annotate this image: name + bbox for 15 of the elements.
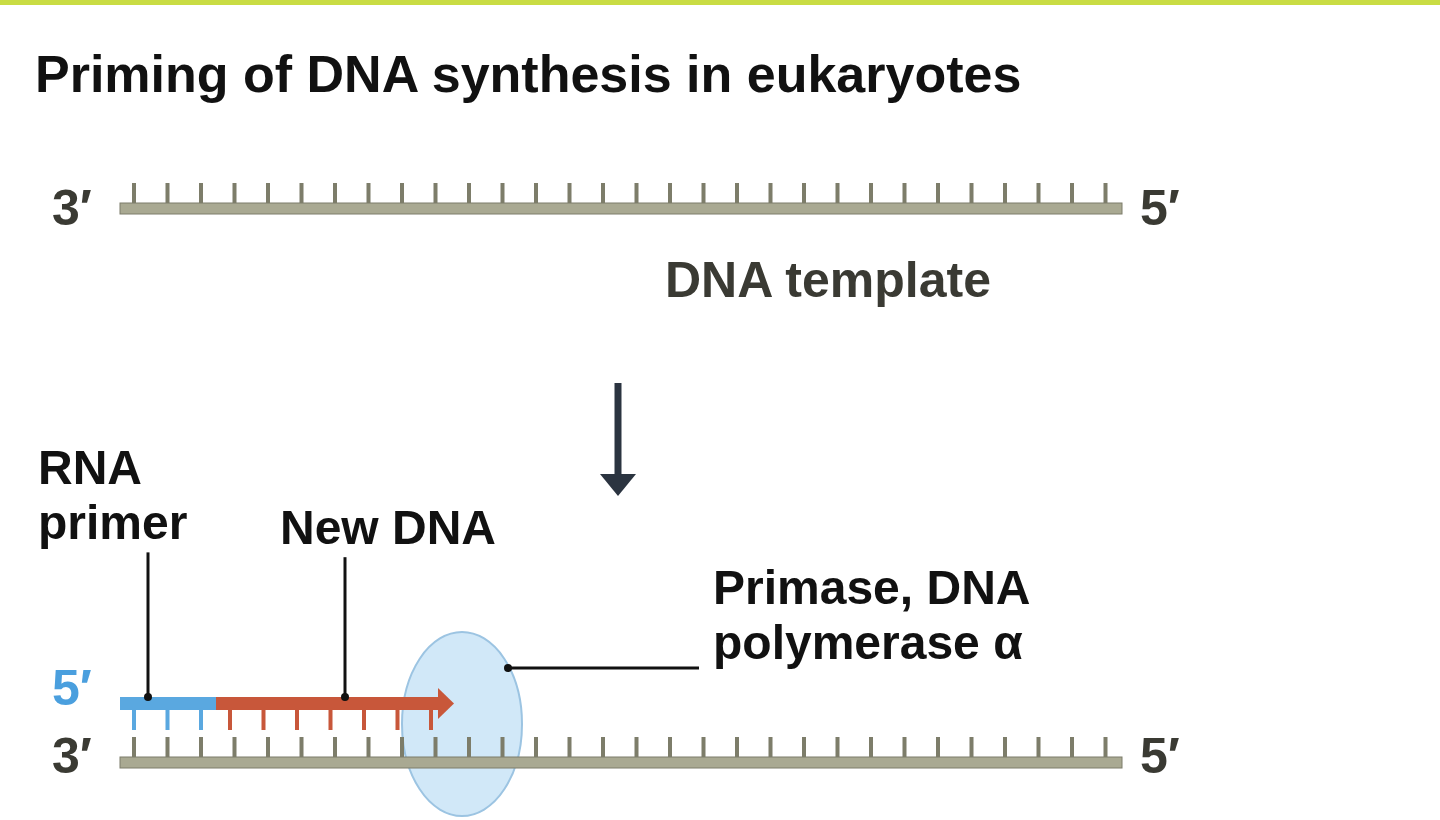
part-label: RNA primer (38, 440, 278, 551)
strand-end-label: 3′ (52, 180, 92, 238)
strand-end-label: 5′ (1140, 728, 1180, 786)
strand-end-label: 5′ (52, 660, 92, 718)
rna-primer-strand (120, 697, 216, 730)
strand-end-label: 5′ (1140, 180, 1180, 238)
leader-line (144, 552, 152, 701)
leader-line (504, 664, 699, 672)
strand-label: DNA template (665, 252, 991, 310)
enzyme-label: Primase, DNA polymerase α (713, 560, 1153, 671)
new-dna-strand (216, 688, 454, 730)
part-label: New DNA (280, 500, 497, 556)
leader-line (341, 557, 349, 701)
strand-end-label: 3′ (52, 728, 92, 786)
title: Priming of DNA synthesis in eukaryotes (35, 45, 1022, 105)
